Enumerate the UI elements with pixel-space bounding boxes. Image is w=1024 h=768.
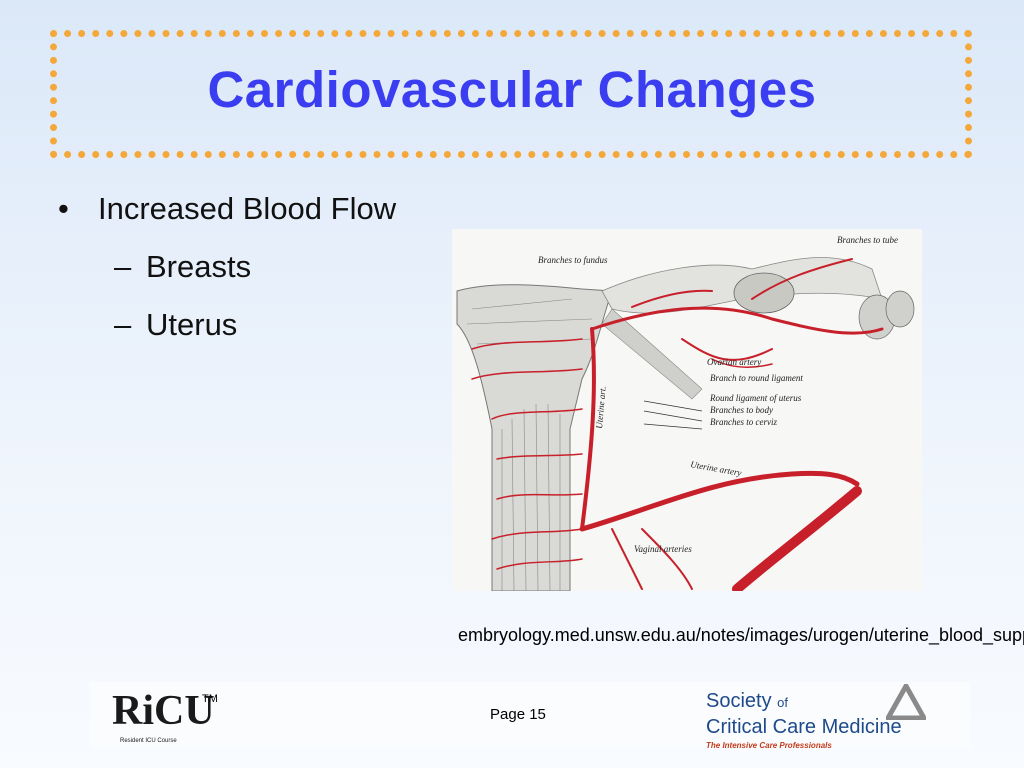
bullet-text: Uterus [146,307,238,342]
label-round-ligament: Round ligament of uterus [709,393,802,403]
footer-band [90,682,970,748]
ricu-mark: RiCU [112,688,215,734]
anatomy-drawing: Branches to tube Branches to fundus Ovar… [456,235,915,591]
ricu-logo-graphic: RiCU TM Resident ICU Course [112,688,218,744]
ricu-subtitle: Resident ICU Course [120,738,177,744]
label-branches-to-cervix: Branches to cerviz [710,417,777,427]
slide-title: Cardiovascular Changes [207,61,817,118]
bullet-marker: – [114,307,132,342]
sccm-of: of [777,695,788,710]
bullet-item: • Increased Blood Flow [58,187,396,231]
sccm-logo: Society of Critical Care Medicine The In… [700,684,936,752]
sccm-triangle-icon [886,684,926,720]
sccm-line2: Critical Care Medicine [706,716,902,738]
ricu-tm: TM [202,693,218,705]
sub-bullet-item: – Breasts [114,245,396,289]
bullet-marker: – [114,249,132,284]
ricu-logo: RiCU TM Resident ICU Course [110,684,230,748]
sccm-society: Society [706,690,772,712]
bullet-text: Increased Blood Flow [98,191,397,226]
uterine-blood-supply-illustration: Branches to tube Branches to fundus Ovar… [452,229,922,591]
sub-bullet-item: – Uterus [114,303,396,347]
label-branches-to-fundus: Branches to fundus [538,255,608,265]
title-frame [50,30,972,158]
label-uterine-artery: Uterine artery [690,459,743,478]
page-number: Page 15 [490,706,546,723]
bullet-marker: • [58,191,69,226]
image-source-caption: embryology.med.unsw.edu.au/notes/images/… [458,625,1024,645]
label-branches-to-body: Branches to body [710,405,773,415]
bullet-list: • Increased Blood Flow – Breasts – Uteru… [58,187,396,347]
label-ovarian-artery: Ovarian artery [707,357,761,367]
sccm-tagline: The Intensive Care Professionals [706,741,832,750]
bullet-text: Breasts [146,249,252,284]
label-uterine-art: Uterine art. [594,386,608,429]
label-branch-to-round-ligament: Branch to round ligament [710,373,803,383]
label-vaginal-arteries: Vaginal arteries [634,544,692,554]
sccm-line1: Society of [706,690,788,713]
label-branches-to-tube: Branches to tube [837,235,898,245]
